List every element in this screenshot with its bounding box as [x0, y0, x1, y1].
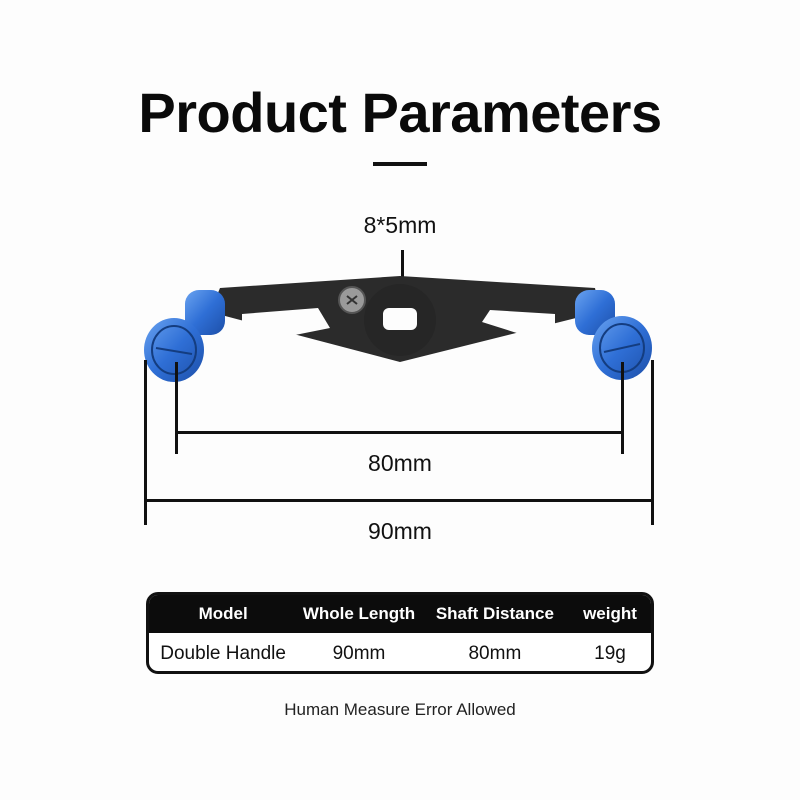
hole-size-label: 8*5mm: [363, 212, 437, 238]
column-model: Model: [198, 604, 248, 623]
outer-dimension-line: [144, 499, 654, 502]
spec-table: Model Whole Length Shaft Distance weight…: [146, 592, 654, 674]
cell-weight: 19g: [594, 642, 626, 664]
column-shaft-distance: Shaft Distance: [435, 604, 554, 623]
inner-right-tick: [621, 362, 624, 454]
measurement-note: Human Measure Error Allowed: [284, 700, 516, 719]
outer-right-tick: [651, 360, 654, 525]
outer-dimension-label: 90mm: [368, 518, 432, 544]
column-weight: weight: [583, 604, 637, 623]
double-handle-image: [144, 276, 652, 382]
page-title: Product Parameters: [138, 81, 662, 144]
table-row: Double Handle 90mm 80mm 19g: [149, 633, 651, 671]
cell-shaft-distance: 80mm: [468, 642, 522, 664]
inner-left-tick: [175, 362, 178, 454]
spec-table-header: Model Whole Length Shaft Distance weight: [149, 595, 651, 633]
column-whole-length: Whole Length: [302, 604, 416, 623]
title-underline: [373, 162, 427, 166]
inner-dimension-line: [175, 431, 624, 434]
cell-whole-length: 90mm: [332, 642, 386, 664]
cell-model: Double Handle: [160, 642, 286, 664]
inner-dimension-label: 80mm: [368, 450, 432, 476]
outer-left-tick: [144, 360, 147, 525]
